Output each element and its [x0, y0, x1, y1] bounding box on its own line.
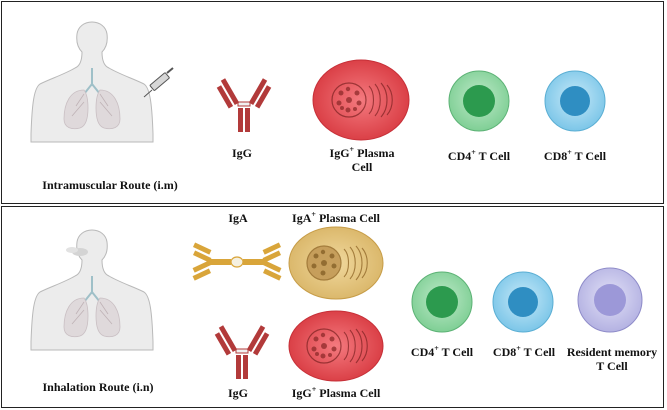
cd4-t-cell — [411, 271, 473, 333]
cd8-label: CD8+ T Cell — [543, 148, 607, 164]
igg-plasma-cell — [312, 59, 410, 141]
human-torso-icon — [30, 21, 154, 143]
iga-plasma-cell — [288, 226, 384, 300]
inhalation-mist-icon — [66, 247, 88, 256]
resident-memory-t-cell — [577, 267, 643, 333]
resident-memory-label: Resident memory T Cell — [566, 345, 658, 373]
cd4-label: CD4+ T Cell — [410, 344, 474, 360]
iga-label: IgA — [228, 211, 248, 225]
syringe-icon — [143, 67, 174, 98]
igg-plasma-cell — [288, 310, 384, 382]
igg-antibody-icon — [216, 78, 272, 132]
route-label: Inhalation Route (i.n) — [42, 380, 154, 394]
antibody-label: IgG — [231, 146, 252, 160]
cd4-label: CD4+ T Cell — [447, 148, 511, 164]
cd4-t-cell — [448, 70, 510, 132]
plasma-cell-label: IgG+ Plasma Cell — [329, 145, 395, 175]
iga-plasma-cell-label: IgA+ Plasma Cell — [292, 210, 380, 226]
iga-antibody-icon — [192, 242, 282, 281]
route-label: Intramuscular Route (i.m) — [42, 178, 178, 192]
igg-plasma-cell-label: IgG+ Plasma Cell — [291, 385, 381, 401]
cd8-t-cell — [492, 271, 554, 333]
cd8-label: CD8+ T Cell — [492, 344, 556, 360]
igg-antibody-icon — [214, 325, 270, 379]
igg-label: IgG — [227, 386, 248, 400]
human-torso-icon — [30, 229, 154, 351]
cd8-t-cell — [544, 70, 606, 132]
